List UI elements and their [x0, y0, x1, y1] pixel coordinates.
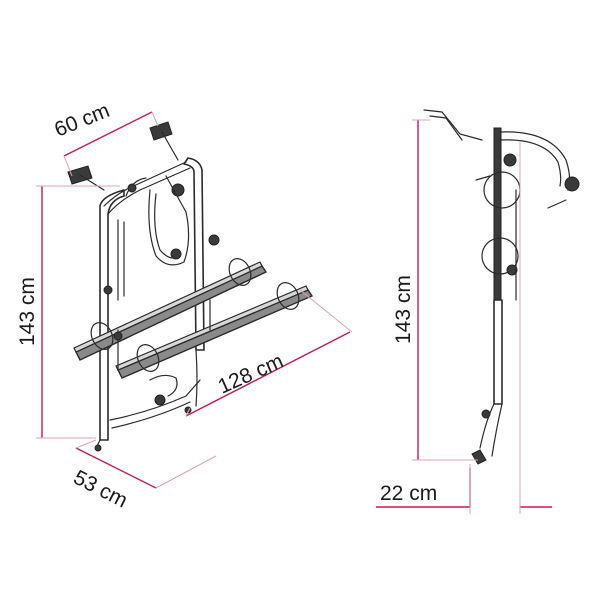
- dimension-143cm-side: 143 cm: [392, 119, 478, 461]
- side-view-rack-drawing: [423, 109, 580, 465]
- dimension-label-53cm: 53 cm: [70, 466, 131, 512]
- dimension-143cm-front: 143 cm: [16, 185, 120, 439]
- upper-clamp-assembly: [127, 175, 220, 266]
- top-left-bracket: [67, 165, 105, 191]
- dimension-22cm: 22 cm: [376, 142, 552, 514]
- front-view-rack-drawing: [67, 121, 314, 452]
- top-right-bracket: [149, 121, 179, 161]
- rear-bike-rail: [115, 285, 314, 379]
- dimension-label-128cm: 128 cm: [215, 350, 287, 399]
- dimension-53cm: 53 cm: [70, 439, 217, 512]
- dimension-label-22cm: 22 cm: [380, 482, 437, 505]
- dimension-label-143cm-side: 143 cm: [392, 275, 415, 344]
- dimension-60cm: 60 cm: [51, 99, 159, 177]
- dimension-label-60cm: 60 cm: [51, 99, 113, 142]
- rail-wheel-clamps: [90, 258, 300, 372]
- front-bike-rail: [73, 261, 268, 361]
- dimension-label-143cm-front: 143 cm: [16, 277, 39, 346]
